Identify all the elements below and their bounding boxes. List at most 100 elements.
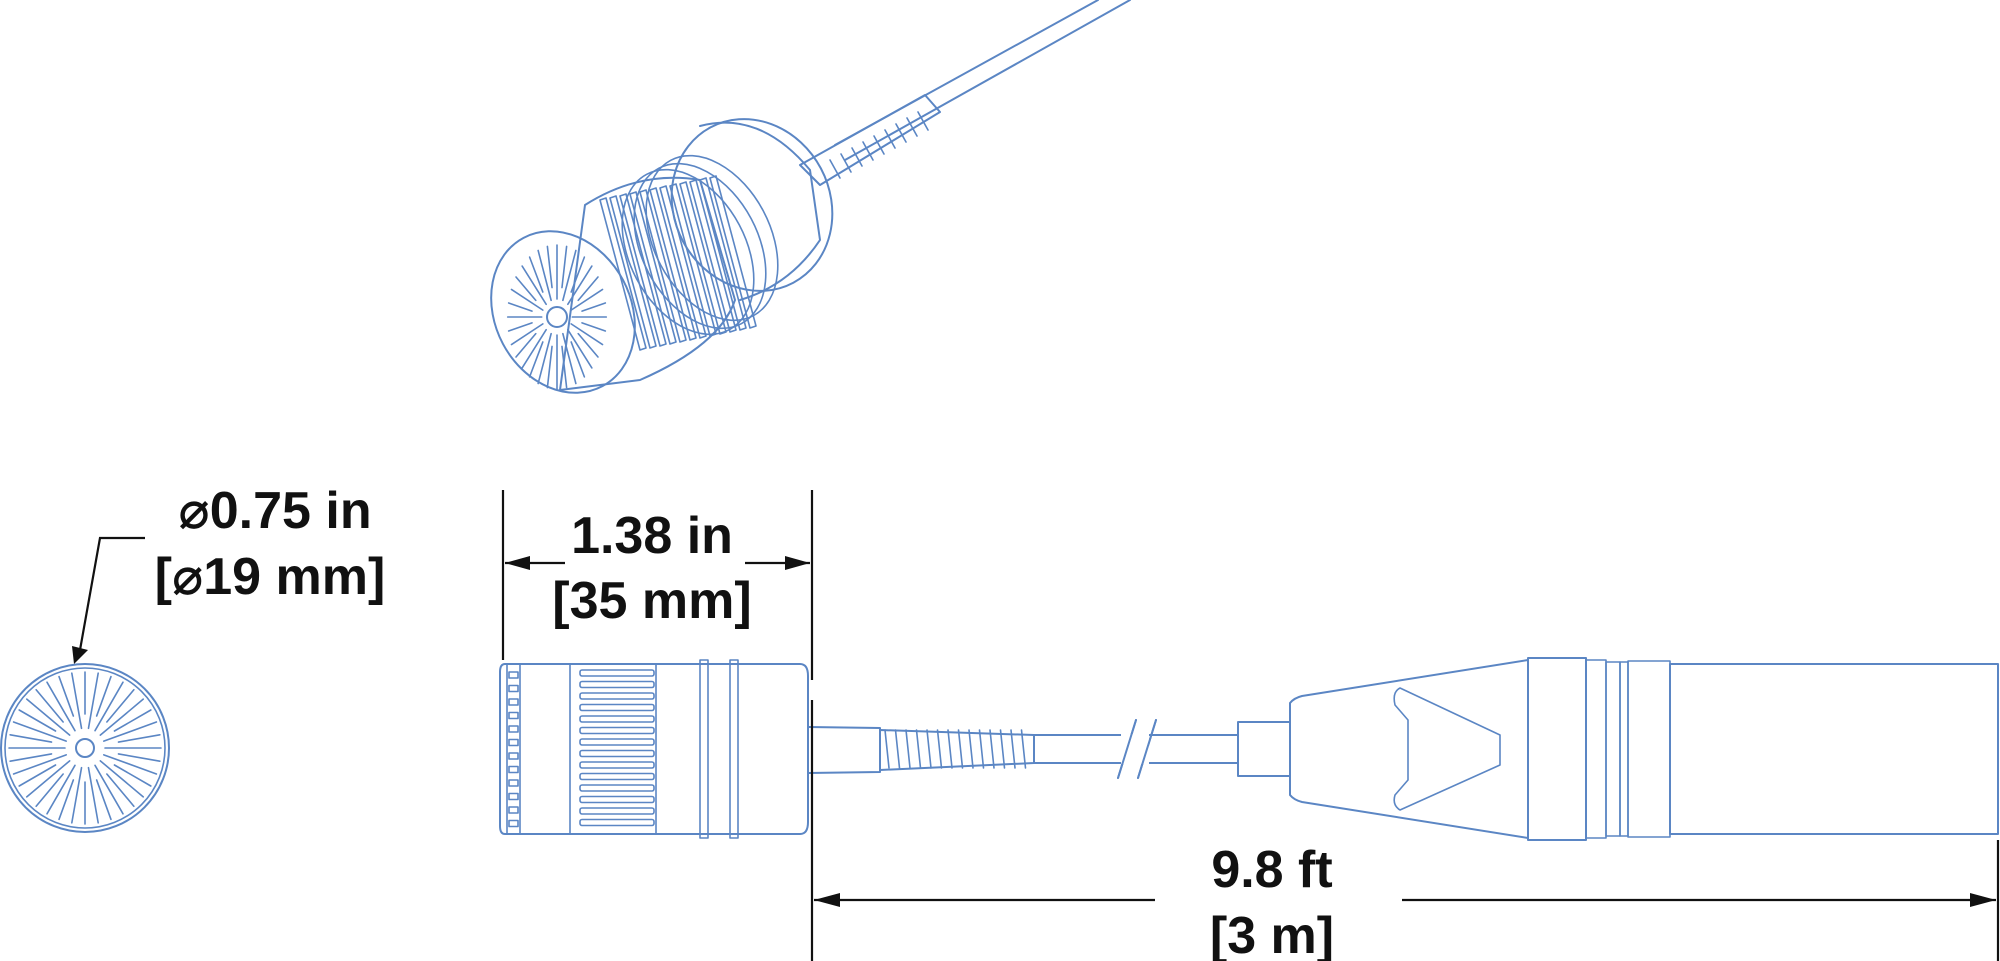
iso-grille-slot	[562, 332, 577, 385]
side-grille-slot	[579, 772, 655, 781]
iso-side-slot	[599, 197, 647, 351]
iso-side-slot	[689, 179, 737, 333]
iso-grille-slot	[567, 328, 593, 369]
grille-slot	[46, 764, 76, 815]
cable-length-dimension	[810, 700, 2000, 961]
iso-grille-slot	[570, 341, 586, 378]
iso-relief-rib	[906, 117, 918, 137]
grille-slot	[12, 721, 68, 742]
diameter-label-mm: [⌀19 mm]	[155, 548, 386, 606]
grille-slot	[117, 734, 161, 743]
grille-slot	[117, 753, 161, 762]
side-grille-slot	[579, 703, 655, 712]
strain-relief-rib	[968, 729, 974, 769]
iso-grille-slot	[577, 332, 599, 358]
side-grille-slot	[579, 680, 655, 689]
strain-relief-rib	[978, 729, 985, 769]
grille-slot	[106, 773, 135, 808]
iso-relief-rib	[884, 129, 896, 149]
iso-side-slot	[699, 177, 747, 331]
grille-slot	[71, 672, 83, 730]
iso-relief-rib	[851, 147, 863, 167]
grille-slot	[12, 754, 68, 775]
strain-relief-rib	[1020, 729, 1027, 769]
side-front-tooth	[508, 671, 519, 679]
grille-slot	[87, 672, 99, 730]
strain-relief-rib	[894, 729, 901, 769]
iso-grille-slot	[515, 332, 537, 358]
strain-relief-rib	[999, 729, 1006, 769]
strain-relief-rib	[957, 729, 964, 769]
side-grille-slot	[579, 669, 655, 677]
side-grille-slot	[579, 795, 655, 804]
iso-relief-rib	[895, 123, 907, 143]
length-dimension	[501, 490, 814, 680]
side-front-tooth	[508, 819, 519, 828]
side-grille-slot	[579, 749, 655, 758]
grille-slot	[25, 698, 71, 736]
strain-relief-rib	[915, 729, 922, 769]
grille-slot	[102, 754, 158, 775]
iso-grille-slot	[546, 245, 553, 289]
iso-grille-slot	[528, 256, 544, 293]
side-strain-relief-ribs	[879, 729, 1035, 771]
iso-grille-slot	[537, 332, 552, 385]
side-grille-slot	[579, 726, 655, 735]
grille-slot	[35, 688, 64, 723]
isometric-front-grille	[506, 244, 608, 390]
side-grille-slot	[579, 761, 655, 769]
iso-grille-slot	[507, 302, 533, 312]
iso-grille-slot	[562, 249, 577, 302]
iso-grille-slot	[581, 322, 607, 332]
iso-grille-slot	[521, 328, 547, 369]
isometric-microphone-view	[490, 0, 1131, 394]
side-grille-slot	[579, 715, 655, 723]
iso-side-slot	[659, 185, 707, 339]
iso-grille-slot	[515, 276, 537, 302]
grille-slot	[99, 698, 145, 736]
iso-grille-slot	[510, 323, 544, 346]
side-front-tooth	[508, 698, 519, 706]
iso-side-slot	[619, 193, 667, 347]
grille-slot	[106, 688, 135, 723]
iso-side-slot	[669, 183, 717, 337]
iso-relief-rib	[873, 135, 885, 155]
diameter-label-in: ⌀0.75 in	[178, 482, 371, 540]
grille-slot	[58, 779, 75, 821]
iso-grille-slot	[570, 323, 604, 346]
side-front-tooth	[508, 711, 519, 720]
side-grille-slot	[579, 784, 655, 792]
grille-slot	[46, 681, 76, 732]
iso-relief-rib	[917, 111, 929, 131]
grille-slot	[35, 773, 64, 808]
grille-slot	[71, 766, 83, 824]
iso-grille-slot	[567, 265, 593, 306]
iso-grille-slot	[570, 256, 586, 293]
grille-slot	[18, 764, 57, 787]
iso-relief-rib	[840, 153, 852, 173]
iso-grille-slot	[546, 345, 553, 389]
strain-relief-rib	[926, 729, 932, 769]
iso-grille-slot	[507, 322, 533, 332]
side-front-tooth	[508, 738, 519, 747]
side-front-tooth	[508, 684, 519, 693]
strain-relief-rib	[1010, 729, 1016, 769]
side-front-tooth	[508, 765, 519, 774]
strain-relief-rib	[947, 729, 953, 769]
side-grille-slot	[579, 818, 655, 827]
side-microphone-view	[499, 657, 1999, 841]
iso-side-slot	[609, 195, 657, 349]
grille-slot	[113, 709, 152, 732]
iso-grille-slot	[510, 288, 544, 311]
iso-grille-slot	[528, 341, 544, 378]
iso-grille-slot	[577, 276, 599, 302]
side-grille-slots	[579, 669, 655, 827]
side-front-tooth	[508, 725, 519, 733]
side-front-tooth	[508, 779, 519, 787]
iso-grille-slot	[521, 265, 547, 306]
side-grille-slot	[579, 692, 655, 700]
iso-relief-rib	[862, 141, 874, 161]
iso-relief-rib	[829, 159, 841, 179]
side-front-tooth	[508, 752, 519, 760]
